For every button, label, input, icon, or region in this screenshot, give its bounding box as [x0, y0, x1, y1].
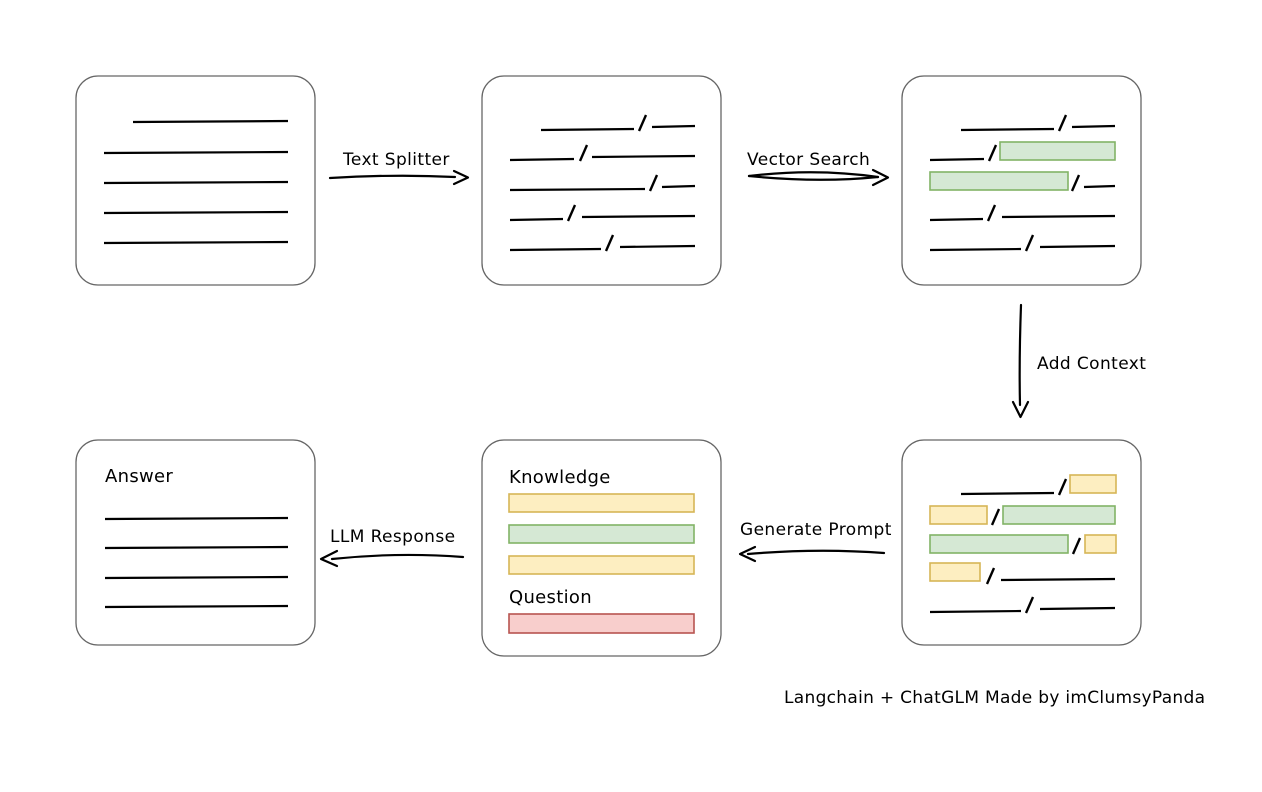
arrow-head-icon: [452, 169, 470, 186]
text-line: [1000, 577, 1116, 582]
arrow-shaft: [746, 549, 886, 556]
slash-separator-icon: [578, 144, 589, 162]
text-line: [929, 217, 984, 222]
text-line: [960, 127, 1055, 132]
matched-chunks-box[interactable]: [901, 75, 1142, 286]
slash-separator-icon: [648, 174, 659, 192]
slash-separator-icon: [604, 234, 615, 252]
text-line: [661, 184, 696, 189]
knowledge-bar-yellow-2: [508, 555, 695, 575]
text-line: [103, 180, 289, 185]
arrow-head-icon: [1011, 400, 1030, 419]
slash-separator-icon: [986, 204, 997, 222]
arrow-shaft-2: [747, 174, 880, 181]
answer-box[interactable]: Answer: [75, 439, 316, 646]
text-line: [509, 187, 646, 192]
highlight-yellow: [1069, 474, 1117, 494]
text-line: [509, 157, 575, 162]
arrow-text-splitter: Text Splitter: [328, 150, 470, 186]
text-line: [132, 119, 289, 124]
highlight-green: [929, 534, 1069, 554]
text-line: [103, 150, 289, 155]
slash-separator-icon: [990, 508, 1001, 526]
question-label: Question: [509, 587, 592, 608]
footer-credit: Langchain + ChatGLM Made by imClumsyPand…: [784, 688, 1205, 708]
text-line: [651, 124, 696, 129]
question-bar-red: [508, 613, 695, 634]
arrow-head-icon: [871, 168, 890, 187]
arrow-vector-search: Vector Search: [747, 150, 890, 187]
text-line: [104, 516, 289, 521]
source-document-outline: [75, 75, 316, 286]
arrow-llm-response: LLM Response: [319, 527, 465, 568]
arrow-shaft: [747, 171, 880, 179]
arrow-head-icon: [738, 545, 757, 563]
text-line: [509, 247, 602, 252]
text-line: [929, 247, 1022, 252]
knowledge-bar-yellow-1: [508, 493, 695, 513]
text-line: [1039, 606, 1116, 611]
highlight-yellow: [1084, 534, 1117, 554]
knowledge-bar-green: [508, 524, 695, 544]
text-line: [1083, 184, 1116, 189]
context-chunks-box[interactable]: [901, 439, 1142, 646]
slash-separator-icon: [987, 144, 998, 162]
text-line: [929, 609, 1022, 614]
text-line: [509, 217, 564, 222]
slash-separator-icon: [1070, 174, 1081, 192]
text-line: [104, 604, 289, 609]
arrow-label-text-splitter: Text Splitter: [342, 150, 450, 170]
slash-separator-icon: [1057, 478, 1068, 496]
slash-separator-icon: [985, 567, 996, 585]
answer-outline: [75, 439, 316, 646]
text-line: [103, 240, 289, 245]
arrow-label-generate-prompt: Generate Prompt: [740, 520, 892, 540]
arrow-shaft: [328, 174, 457, 180]
source-document-box[interactable]: [75, 75, 316, 286]
text-line: [104, 545, 289, 550]
arrow-shaft: [1018, 303, 1023, 407]
slash-separator-icon: [566, 204, 577, 222]
text-line: [581, 214, 696, 219]
arrow-head-icon: [319, 549, 339, 568]
slash-separator-icon: [1024, 596, 1035, 614]
arrow-shaft: [330, 553, 465, 561]
arrow-label-vector-search: Vector Search: [747, 150, 870, 170]
text-line: [1071, 124, 1116, 129]
text-line: [540, 127, 635, 132]
text-line: [929, 157, 985, 162]
slash-separator-icon: [1057, 114, 1068, 132]
slash-separator-icon: [637, 114, 648, 132]
split-chunks-box[interactable]: [481, 75, 722, 286]
answer-title: Answer: [105, 466, 173, 487]
text-line: [960, 491, 1055, 496]
text-line: [104, 575, 289, 580]
highlight-green: [929, 171, 1069, 191]
highlight-green: [999, 141, 1116, 161]
highlight-green: [1002, 505, 1116, 525]
arrow-label-llm-response: LLM Response: [330, 527, 455, 547]
slash-separator-icon: [1071, 537, 1082, 555]
split-chunks-outline: [481, 75, 722, 286]
arrow-add-context: Add Context: [1011, 303, 1146, 419]
highlight-yellow: [929, 562, 981, 582]
knowledge-label: Knowledge: [509, 467, 611, 488]
text-line: [103, 210, 289, 215]
text-line: [1001, 214, 1116, 219]
text-line: [591, 154, 696, 159]
arrow-generate-prompt: Generate Prompt: [738, 520, 892, 563]
text-line: [1039, 244, 1116, 249]
arrow-label-add-context: Add Context: [1037, 354, 1146, 374]
slash-separator-icon: [1024, 234, 1035, 252]
highlight-yellow: [929, 505, 988, 525]
prompt-box[interactable]: Knowledge Question: [481, 439, 722, 657]
text-line: [619, 244, 696, 249]
